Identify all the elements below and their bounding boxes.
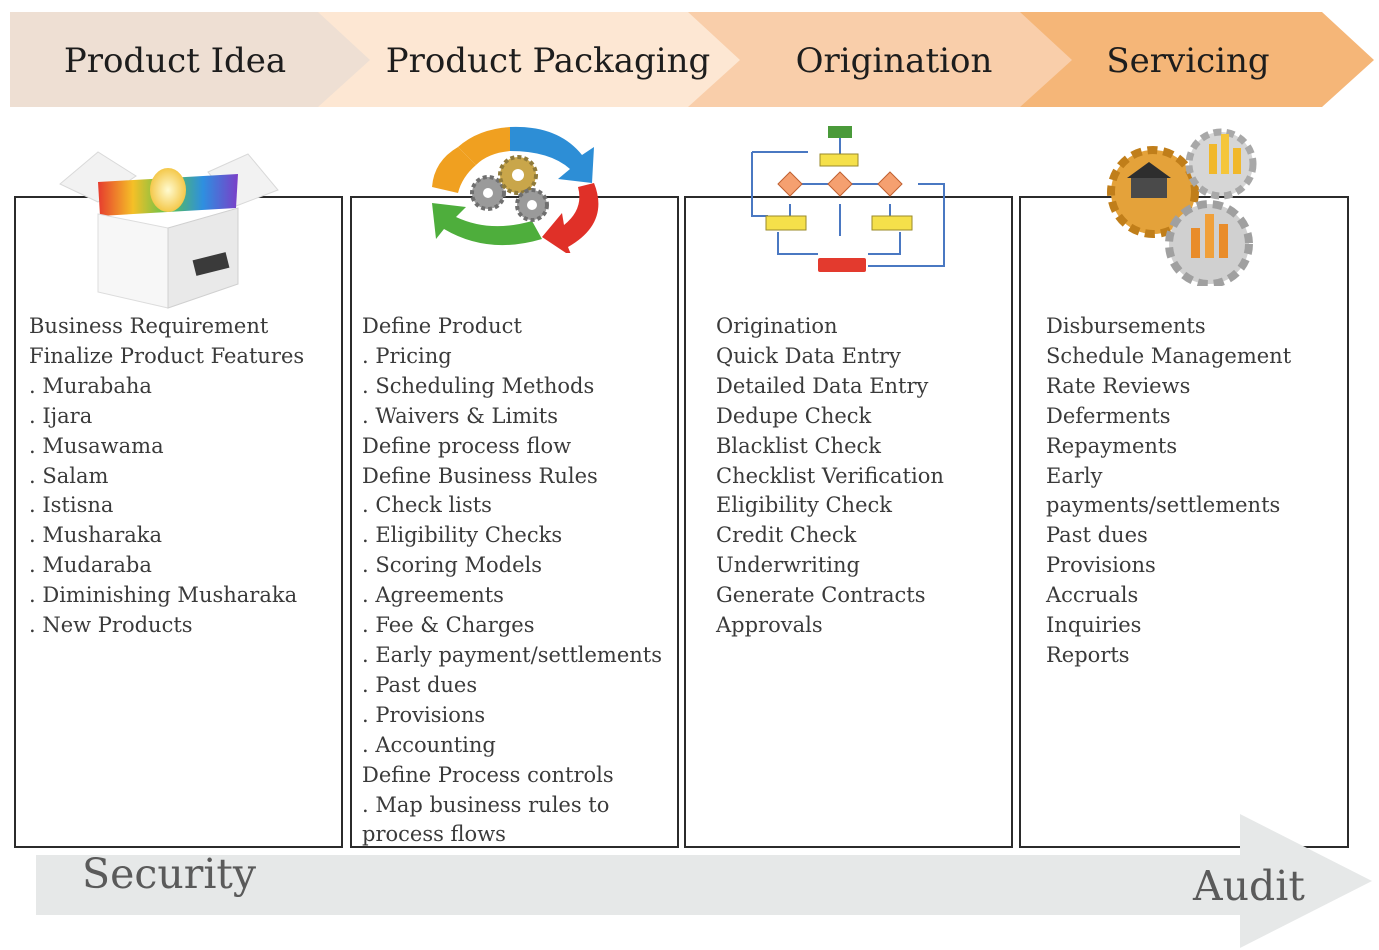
list-item: . Pricing xyxy=(362,343,452,368)
list-item: . Early payment/settlements xyxy=(362,642,663,667)
list-item: Schedule Management xyxy=(1046,343,1292,368)
list-item: . Accounting xyxy=(362,732,496,757)
list-item: Define Business Rules xyxy=(362,463,598,488)
list-item: Checklist Verification xyxy=(716,463,944,488)
list-item: . Provisions xyxy=(362,702,486,727)
list-item: . Salam xyxy=(29,463,109,488)
servicing-gears-icon xyxy=(1107,128,1257,286)
list-item: process flows xyxy=(362,822,506,847)
list-item: . Scheduling Methods xyxy=(362,373,595,398)
list-item: Finalize Product Features xyxy=(29,343,305,368)
column-list-servicing: Disbursements Schedule Management Rate R… xyxy=(1046,312,1291,671)
list-item: . Fee & Charges xyxy=(362,613,535,638)
stage-chevron-product-idea xyxy=(10,12,372,107)
list-item: . Ijara xyxy=(29,403,93,428)
security-audit-arrow xyxy=(36,814,1372,948)
list-item: payments/settlements xyxy=(1046,493,1281,518)
list-item: . Istisna xyxy=(29,493,114,518)
list-item: Define process flow xyxy=(362,433,572,458)
audit-label: Audit xyxy=(1193,862,1305,910)
list-item: Rate Reviews xyxy=(1046,373,1191,398)
column-list-product-packaging: Define Product . Pricing . Scheduling Me… xyxy=(362,312,662,850)
list-item: Quick Data Entry xyxy=(716,343,901,368)
list-item: Inquiries xyxy=(1046,613,1142,638)
list-item: Early xyxy=(1046,463,1103,488)
list-item: Blacklist Check xyxy=(716,433,881,458)
list-item: Business Requirement xyxy=(29,314,269,338)
column-list-origination: Origination Quick Data Entry Detailed Da… xyxy=(716,312,944,641)
list-item: . Diminishing Musharaka xyxy=(29,583,298,608)
column-box-origination xyxy=(684,196,1013,848)
list-item: Underwriting xyxy=(716,553,860,578)
list-item: . Mudaraba xyxy=(29,553,152,578)
stage-title-origination: Origination xyxy=(795,41,993,81)
list-item: Deferments xyxy=(1046,403,1171,428)
list-item: . Scoring Models xyxy=(362,553,543,578)
list-item: . Map business rules to xyxy=(362,792,610,817)
list-item: Credit Check xyxy=(716,523,857,548)
list-item: . Eligibility Checks xyxy=(362,523,563,548)
stage-chevron-origination xyxy=(688,12,1074,107)
list-item: Eligibility Check xyxy=(716,493,892,518)
list-item: Provisions xyxy=(1046,553,1156,578)
list-item: Repayments xyxy=(1046,433,1178,458)
list-item: Generate Contracts xyxy=(716,583,926,608)
list-item: Approvals xyxy=(716,613,823,638)
column-box-product-packaging xyxy=(350,196,679,848)
list-item: . Musawama xyxy=(29,433,164,458)
list-item: . Past dues xyxy=(362,672,478,697)
list-item: Past dues xyxy=(1046,523,1148,548)
list-item: Dedupe Check xyxy=(716,403,872,428)
list-item: Detailed Data Entry xyxy=(716,373,929,398)
stage-chevron-bar xyxy=(10,12,1374,107)
stage-title-product-idea: Product Idea xyxy=(63,41,287,81)
list-item: Accruals xyxy=(1046,583,1139,608)
cycle-gears-icon xyxy=(432,126,599,253)
list-item: . Check lists xyxy=(362,493,492,518)
column-list-product-idea: Business Requirement Finalize Product Fe… xyxy=(29,312,304,641)
list-item: Define Process controls xyxy=(362,762,614,787)
stage-chevron-product-packaging xyxy=(318,12,742,107)
list-item: . Musharaka xyxy=(29,523,163,548)
stage-title-product-packaging: Product Packaging xyxy=(385,41,711,81)
flowchart-icon xyxy=(751,126,945,272)
list-item: . New Products xyxy=(29,613,193,638)
list-item: Origination xyxy=(716,314,838,338)
stage-title-servicing: Servicing xyxy=(1106,41,1270,81)
list-item: Define Product xyxy=(362,314,522,338)
list-item: . Murabaha xyxy=(29,373,152,398)
idea-box-icon xyxy=(59,151,279,309)
list-item: . Waivers & Limits xyxy=(362,403,559,428)
list-item: Disbursements xyxy=(1046,314,1206,338)
security-label: Security xyxy=(82,850,257,898)
list-item: . Agreements xyxy=(362,583,504,608)
stage-chevron-servicing xyxy=(1020,12,1374,107)
list-item: Reports xyxy=(1046,642,1130,667)
